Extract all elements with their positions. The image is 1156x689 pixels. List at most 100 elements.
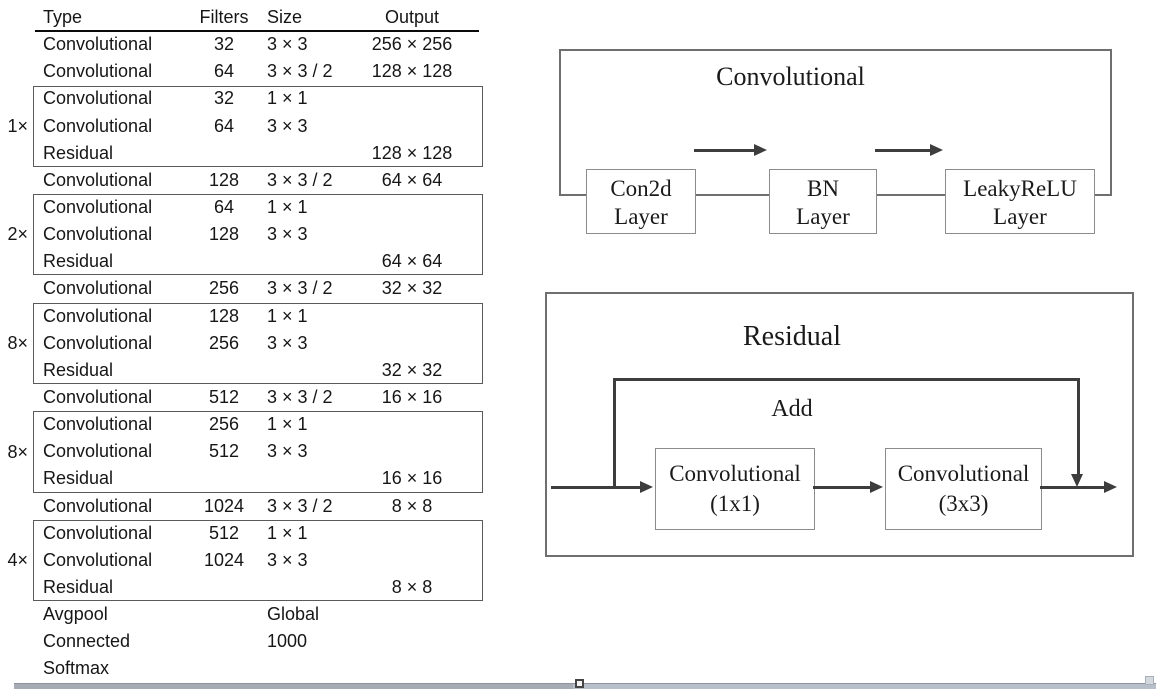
cell-type: Convolutional (43, 34, 153, 55)
cell-type: Convolutional (43, 278, 153, 299)
table-row: Residual 32 × 32 (0, 357, 490, 384)
cell-size: 3 × 3 (267, 115, 308, 136)
convolutional-1x1-box: Convolutional (1x1) (655, 448, 815, 530)
scrollbar-handle[interactable] (575, 679, 584, 688)
cell-size: Global (267, 604, 320, 625)
skip-connection-riser (612, 379, 616, 487)
repeat-group-box-8x-a (33, 302, 483, 385)
cell-size: 1 × 1 (267, 305, 308, 326)
table-row: Convolutional 512 3 × 3 / 2 16 × 16 (0, 384, 490, 411)
header-output: Output (384, 7, 440, 28)
cell-type: Connected (43, 631, 131, 652)
scrollbar-end-cap (1145, 676, 1154, 685)
cell-output: 32 × 32 (381, 359, 443, 380)
box-label-line2: Layer (614, 204, 668, 229)
cell-type: Convolutional (43, 88, 153, 109)
cell-type: Convolutional (43, 197, 153, 218)
table-header-underline (35, 29, 479, 32)
cell-filters: 32 (213, 88, 235, 109)
skip-connection-line (612, 377, 1080, 381)
repeat-count-label: 8× (7, 441, 28, 462)
cell-filters: 256 (208, 332, 240, 353)
table-row: Residual 128 × 128 (0, 140, 490, 167)
cell-filters: 512 (208, 522, 240, 543)
table-row: Avgpool Global (0, 601, 490, 628)
table-row: Convolutional 32 3 × 3 256 × 256 (0, 31, 490, 58)
cell-type: Avgpool (43, 604, 108, 625)
scrollbar-track-right[interactable] (573, 683, 1156, 689)
table-row: Convolutional 512 1 × 1 (0, 520, 490, 547)
arrow-line (875, 148, 931, 152)
cell-type: Residual (43, 359, 114, 380)
table-row: Convolutional 64 1 × 1 (0, 194, 490, 221)
output-line (1040, 485, 1104, 489)
cell-type: Convolutional (43, 414, 153, 435)
arrow-right-icon (870, 481, 883, 493)
cell-type: Residual (43, 468, 114, 489)
repeat-group-box-4x (33, 519, 483, 602)
header-size: Size (267, 7, 303, 28)
box-label-line2: Layer (796, 204, 850, 229)
cell-type: Softmax (43, 658, 110, 679)
table-row: Convolutional 512 3 × 3 (0, 438, 490, 465)
cell-type: Convolutional (43, 387, 153, 408)
table-row: Convolutional 64 3 × 3 / 2 128 × 128 (0, 58, 490, 85)
cell-size: 3 × 3 (267, 332, 308, 353)
cell-output: 8 × 8 (391, 495, 433, 516)
cell-type: Convolutional (43, 115, 153, 136)
table-row: Convolutional 32 1 × 1 (0, 85, 490, 112)
table-row: Residual 16 × 16 (0, 465, 490, 492)
repeat-count-label: 8× (7, 332, 28, 353)
cell-output: 16 × 16 (381, 387, 443, 408)
box-label-line1: BN (807, 176, 839, 201)
arrow-line (813, 485, 870, 489)
cell-filters: 64 (213, 115, 235, 136)
cell-filters: 512 (208, 441, 240, 462)
cell-filters: 1024 (203, 549, 245, 570)
header-filters: Filters (199, 7, 249, 28)
cell-type: Convolutional (43, 441, 153, 462)
table-row: Convolutional 128 3 × 3 (0, 221, 490, 248)
repeat-count-label: 4× (7, 550, 28, 571)
cell-size: 3 × 3 (267, 34, 308, 55)
box-label-line1: Convolutional (669, 461, 801, 486)
cell-filters: 64 (213, 197, 235, 218)
table-row: Convolutional 128 1 × 1 (0, 303, 490, 330)
table-row: Residual 64 × 64 (0, 248, 490, 275)
box-label-line2: Layer (993, 204, 1047, 229)
table-row: Convolutional 64 3 × 3 (0, 113, 490, 140)
convolutional-3x3-box: Convolutional (3x3) (885, 448, 1042, 530)
cell-size: 1 × 1 (267, 197, 308, 218)
cell-filters: 1024 (203, 495, 245, 516)
box-label-line1: LeakyReLU (963, 176, 1077, 201)
arrow-line (694, 148, 755, 152)
cell-type: Residual (43, 142, 114, 163)
cell-size: 3 × 3 / 2 (267, 387, 333, 408)
cell-size: 3 × 3 (267, 224, 308, 245)
cell-type: Convolutional (43, 495, 153, 516)
box-label-line2: (3x3) (938, 491, 989, 516)
table-row: Residual 8 × 8 (0, 574, 490, 601)
repeat-group-box-2x (33, 194, 483, 276)
darknet-architecture-table: Type Filters Size Output Convolutional 3… (0, 4, 490, 683)
leakyrelu-layer-box: LeakyReLU Layer (945, 169, 1095, 234)
bn-layer-box: BN Layer (769, 169, 877, 234)
box-label-line1: Convolutional (897, 461, 1030, 486)
table-row: Convolutional 256 1 × 1 (0, 411, 490, 438)
table-row: Connected 1000 (0, 628, 490, 655)
table-row: Convolutional 1024 3 × 3 / 2 8 × 8 (0, 493, 490, 520)
cell-size: 1 × 1 (267, 88, 308, 109)
arrow-right-icon (930, 144, 943, 156)
residual-diagram-title: Residual (743, 321, 841, 352)
cell-size: 1 × 1 (267, 414, 308, 435)
cell-output: 32 × 32 (381, 278, 443, 299)
header-type: Type (43, 7, 83, 28)
cell-type: Residual (43, 251, 114, 272)
cell-output: 16 × 16 (381, 468, 443, 489)
scrollbar-track-left[interactable] (14, 683, 573, 689)
cell-output: 128 × 128 (371, 61, 453, 82)
table-header-row: Type Filters Size Output (0, 4, 490, 31)
table-row: Convolutional 1024 3 × 3 (0, 547, 490, 574)
cell-output: 64 × 64 (381, 251, 443, 272)
